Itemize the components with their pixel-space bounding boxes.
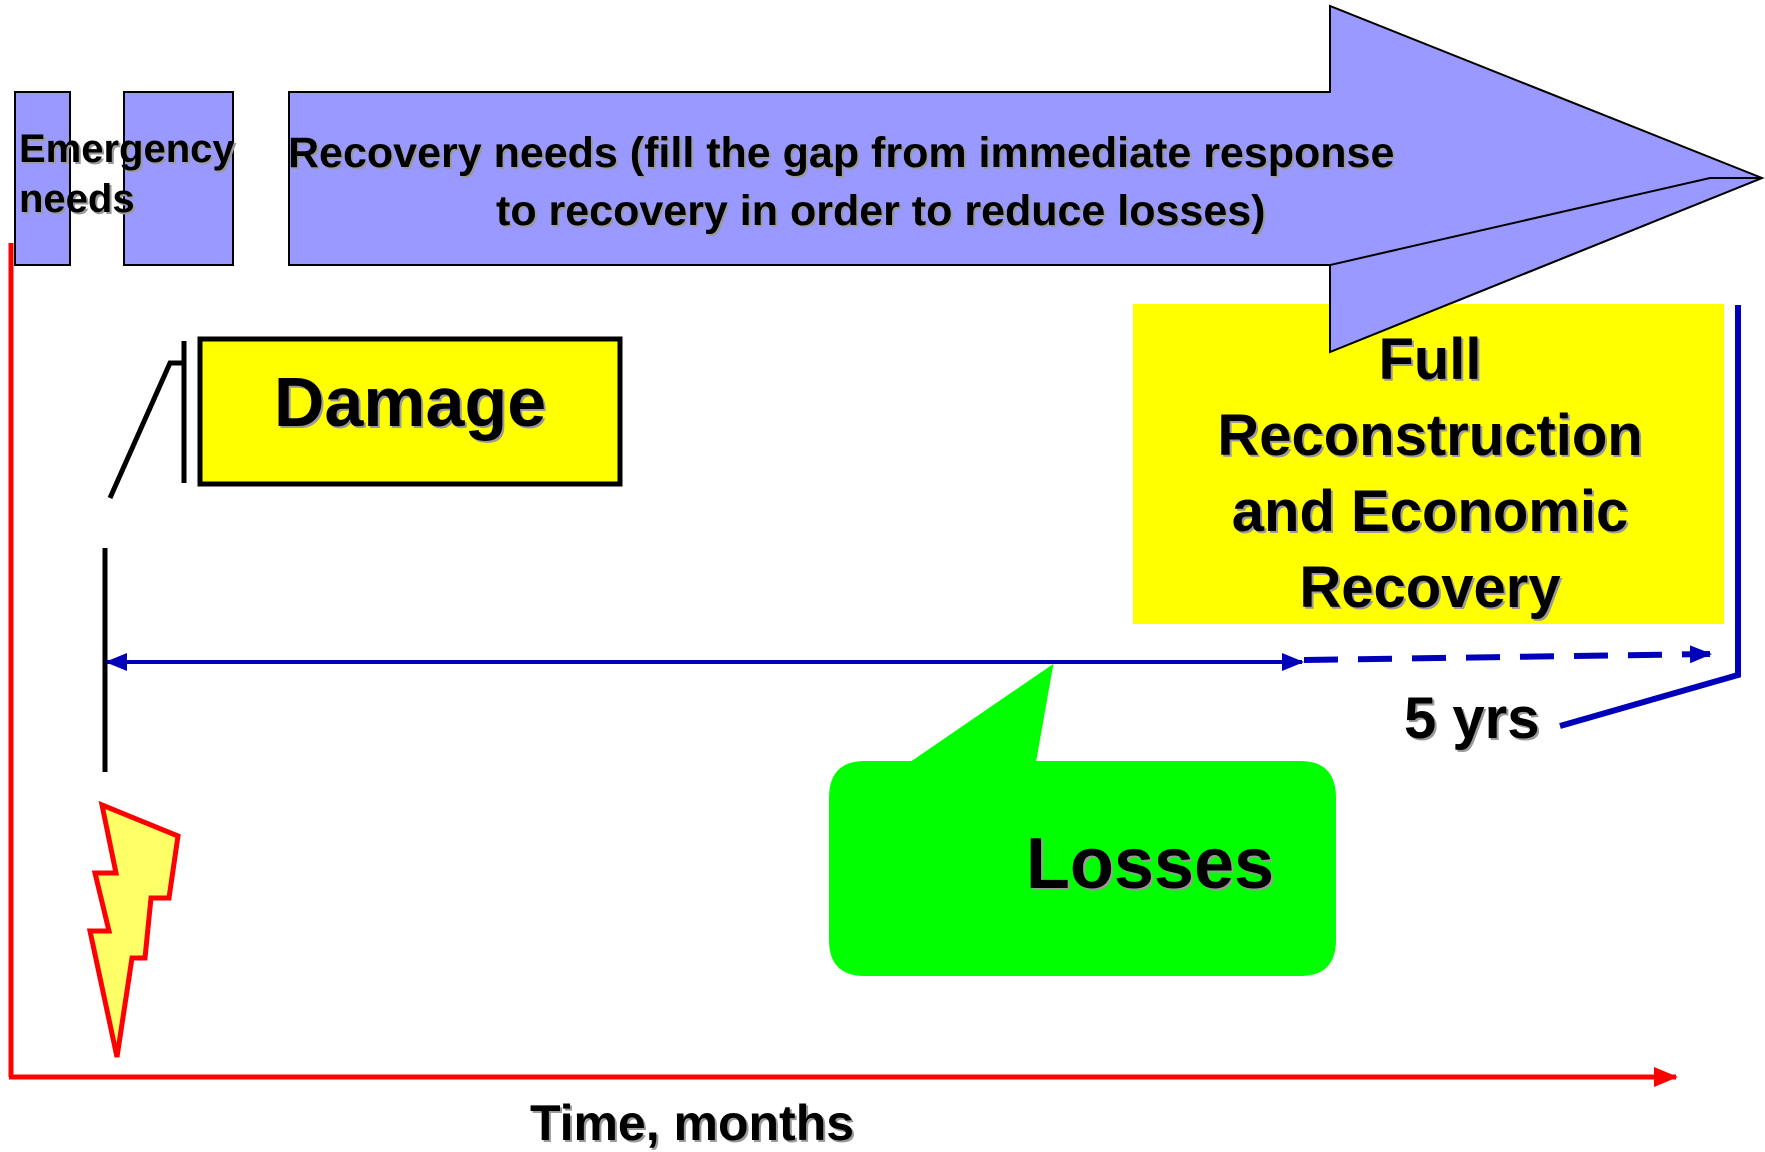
full-line-1: Full — [1378, 327, 1482, 392]
timeline-dashed — [1303, 645, 1712, 664]
recovery-arrow-tip — [1329, 177, 1763, 354]
full-line-4: Recovery — [1299, 555, 1561, 620]
duration-bracket — [1559, 305, 1741, 729]
full-recovery-label: Full Reconstruction and Economic Recover… — [1135, 322, 1725, 626]
recovery-needs-label: Recovery needs (fill the gap from immedi… — [288, 124, 1608, 240]
x-axis-label: Time, months — [529, 1095, 855, 1151]
damage-box — [197, 336, 623, 487]
damage-label: Damage — [273, 363, 547, 441]
emergency-bar-2 — [123, 91, 234, 266]
emergency-line-1: Emergency — [19, 127, 235, 171]
full-line-3: and Economic — [1231, 479, 1629, 544]
emergency-line-2: needs — [19, 177, 135, 221]
full-line-2: Reconstruction — [1217, 403, 1643, 468]
recovery-line-2: to recovery in order to reduce losses) — [496, 187, 1266, 235]
damage-leader-line — [107, 360, 184, 500]
duration-label: 5 yrs — [1404, 686, 1540, 751]
full-recovery-box — [1133, 304, 1724, 624]
emergency-needs-label: Emergency needs — [19, 124, 235, 224]
losses-label: Losses — [1025, 824, 1275, 904]
emergency-bar-1 — [14, 91, 71, 266]
recovery-line-1: Recovery needs (fill the gap from immedi… — [288, 129, 1395, 177]
lightning-bolt-icon — [86, 800, 181, 1058]
losses-bubble — [829, 663, 1336, 976]
